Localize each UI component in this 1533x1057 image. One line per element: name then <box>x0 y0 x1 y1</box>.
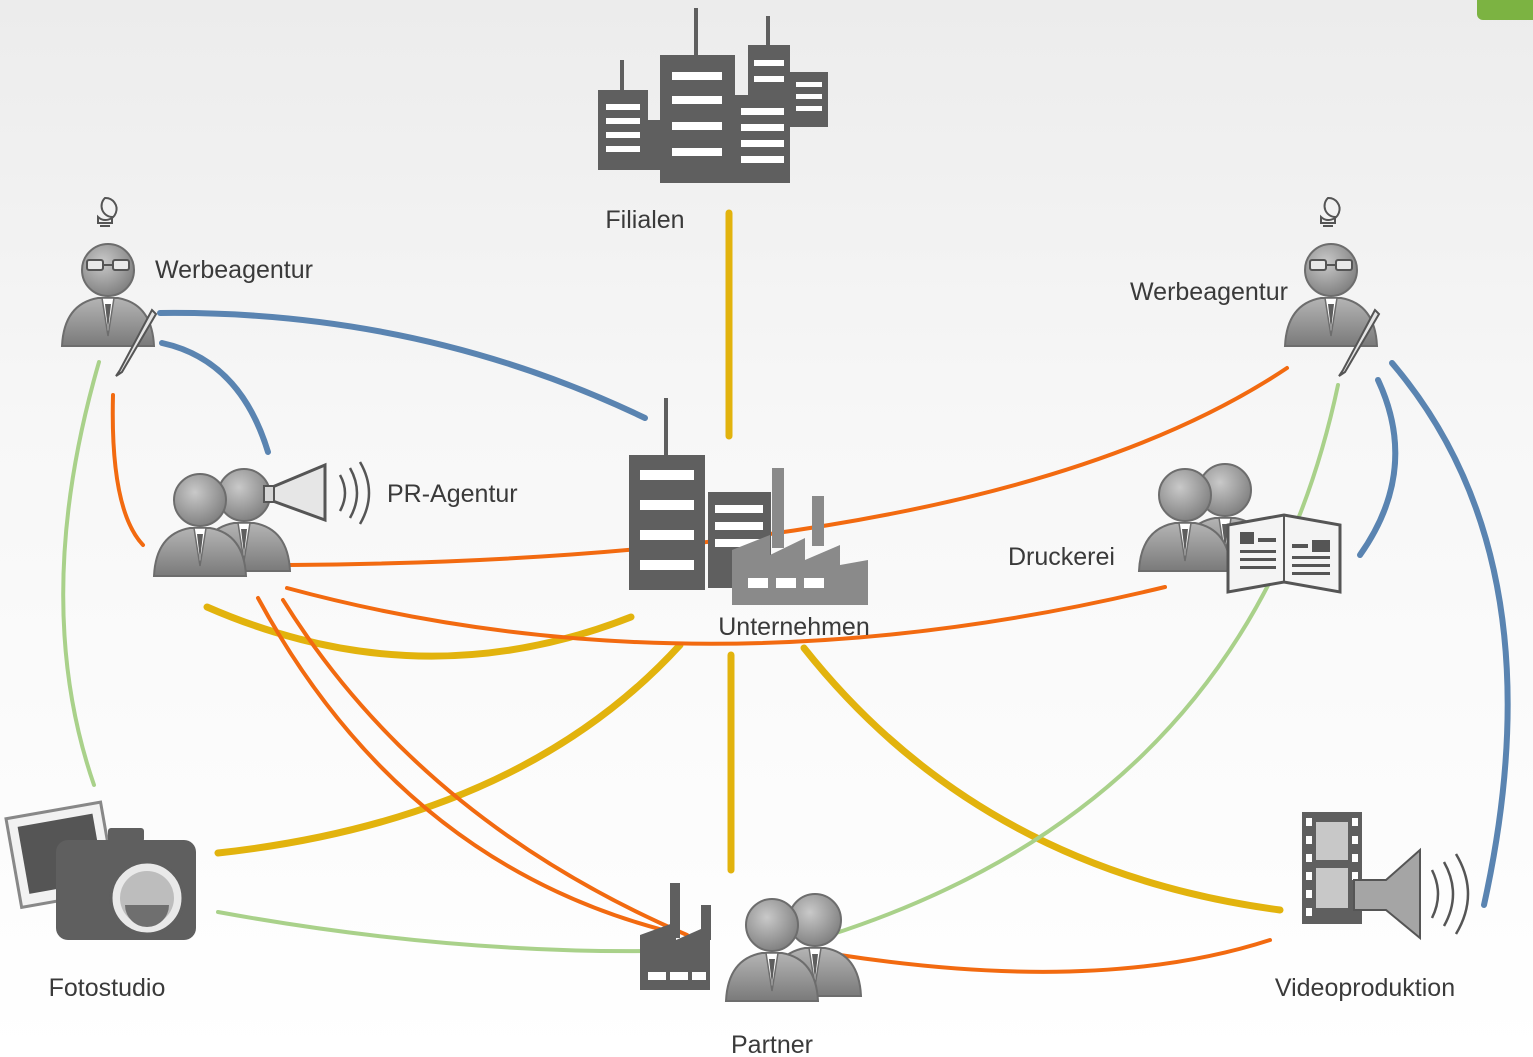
edge-werbeagentur-left-pr-orange <box>110 393 145 547</box>
label-werbeagentur-left: Werbeagentur <box>155 256 313 284</box>
person-glasses-bulb-pen-icon <box>61 196 158 377</box>
edges <box>61 209 1511 974</box>
people-megaphone-icon <box>153 461 371 577</box>
edge-pr-druckerei <box>285 585 1167 646</box>
camera-photo-icon <box>4 800 196 940</box>
label-werbeagentur-right: Werbeagentur <box>1130 278 1288 306</box>
edge-werbeagentur-left-unternehmen <box>157 309 648 421</box>
film-speaker-icon <box>1302 812 1470 941</box>
label-partner: Partner <box>731 1031 813 1057</box>
edge-fotostudio-partner <box>216 910 702 954</box>
edge-pr-partner-1 <box>256 596 665 932</box>
edge-partner-videoproduktion <box>838 938 1272 974</box>
label-videoproduktion: Videoproduktion <box>1275 974 1455 1002</box>
person-glasses-bulb-pen-icon <box>1284 196 1381 377</box>
company-factory-icon <box>629 398 868 605</box>
edge-pr-werbeagentur-right <box>288 366 1289 567</box>
people-book-icon <box>1138 463 1342 594</box>
edge-unternehmen-videoproduktion <box>800 644 1284 914</box>
edge-werbeagentur-right-videoproduktion <box>1389 360 1511 908</box>
label-fotostudio: Fotostudio <box>49 974 166 1002</box>
edge-pr-partner-2 <box>281 598 689 937</box>
city-buildings-icon <box>598 8 828 183</box>
label-pr-agentur: PR-Agentur <box>387 480 518 508</box>
factory-people-icon <box>640 883 862 1002</box>
edge-werbeagentur-right-partner <box>828 383 1340 937</box>
edge-werbeagentur-left-fotostudio <box>61 360 101 787</box>
edge-werbeagentur-left-pr <box>159 340 271 455</box>
edge-werbeagentur-right-druckerei <box>1357 377 1399 558</box>
edge-fotostudio-unternehmen <box>214 641 684 857</box>
label-druckerei: Druckerei <box>1008 543 1115 571</box>
edge-pr-unternehmen <box>203 603 635 660</box>
corner-tab <box>1477 0 1533 20</box>
label-unternehmen: Unternehmen <box>718 613 869 641</box>
label-filialen: Filialen <box>605 206 684 234</box>
